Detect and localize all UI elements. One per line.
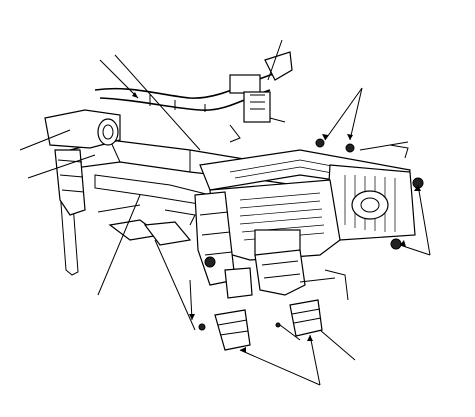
callout-leaders [19, 39, 431, 386]
lower-left-duct [108, 209, 196, 246]
small-brackets [229, 117, 409, 301]
fasteners [198, 138, 424, 331]
floor-duct-right [289, 299, 323, 337]
floor-duct-left [214, 309, 251, 351]
hvac-housing [194, 149, 416, 299]
arrowheads [132, 92, 421, 353]
upper-wiring-harness [94, 51, 293, 123]
